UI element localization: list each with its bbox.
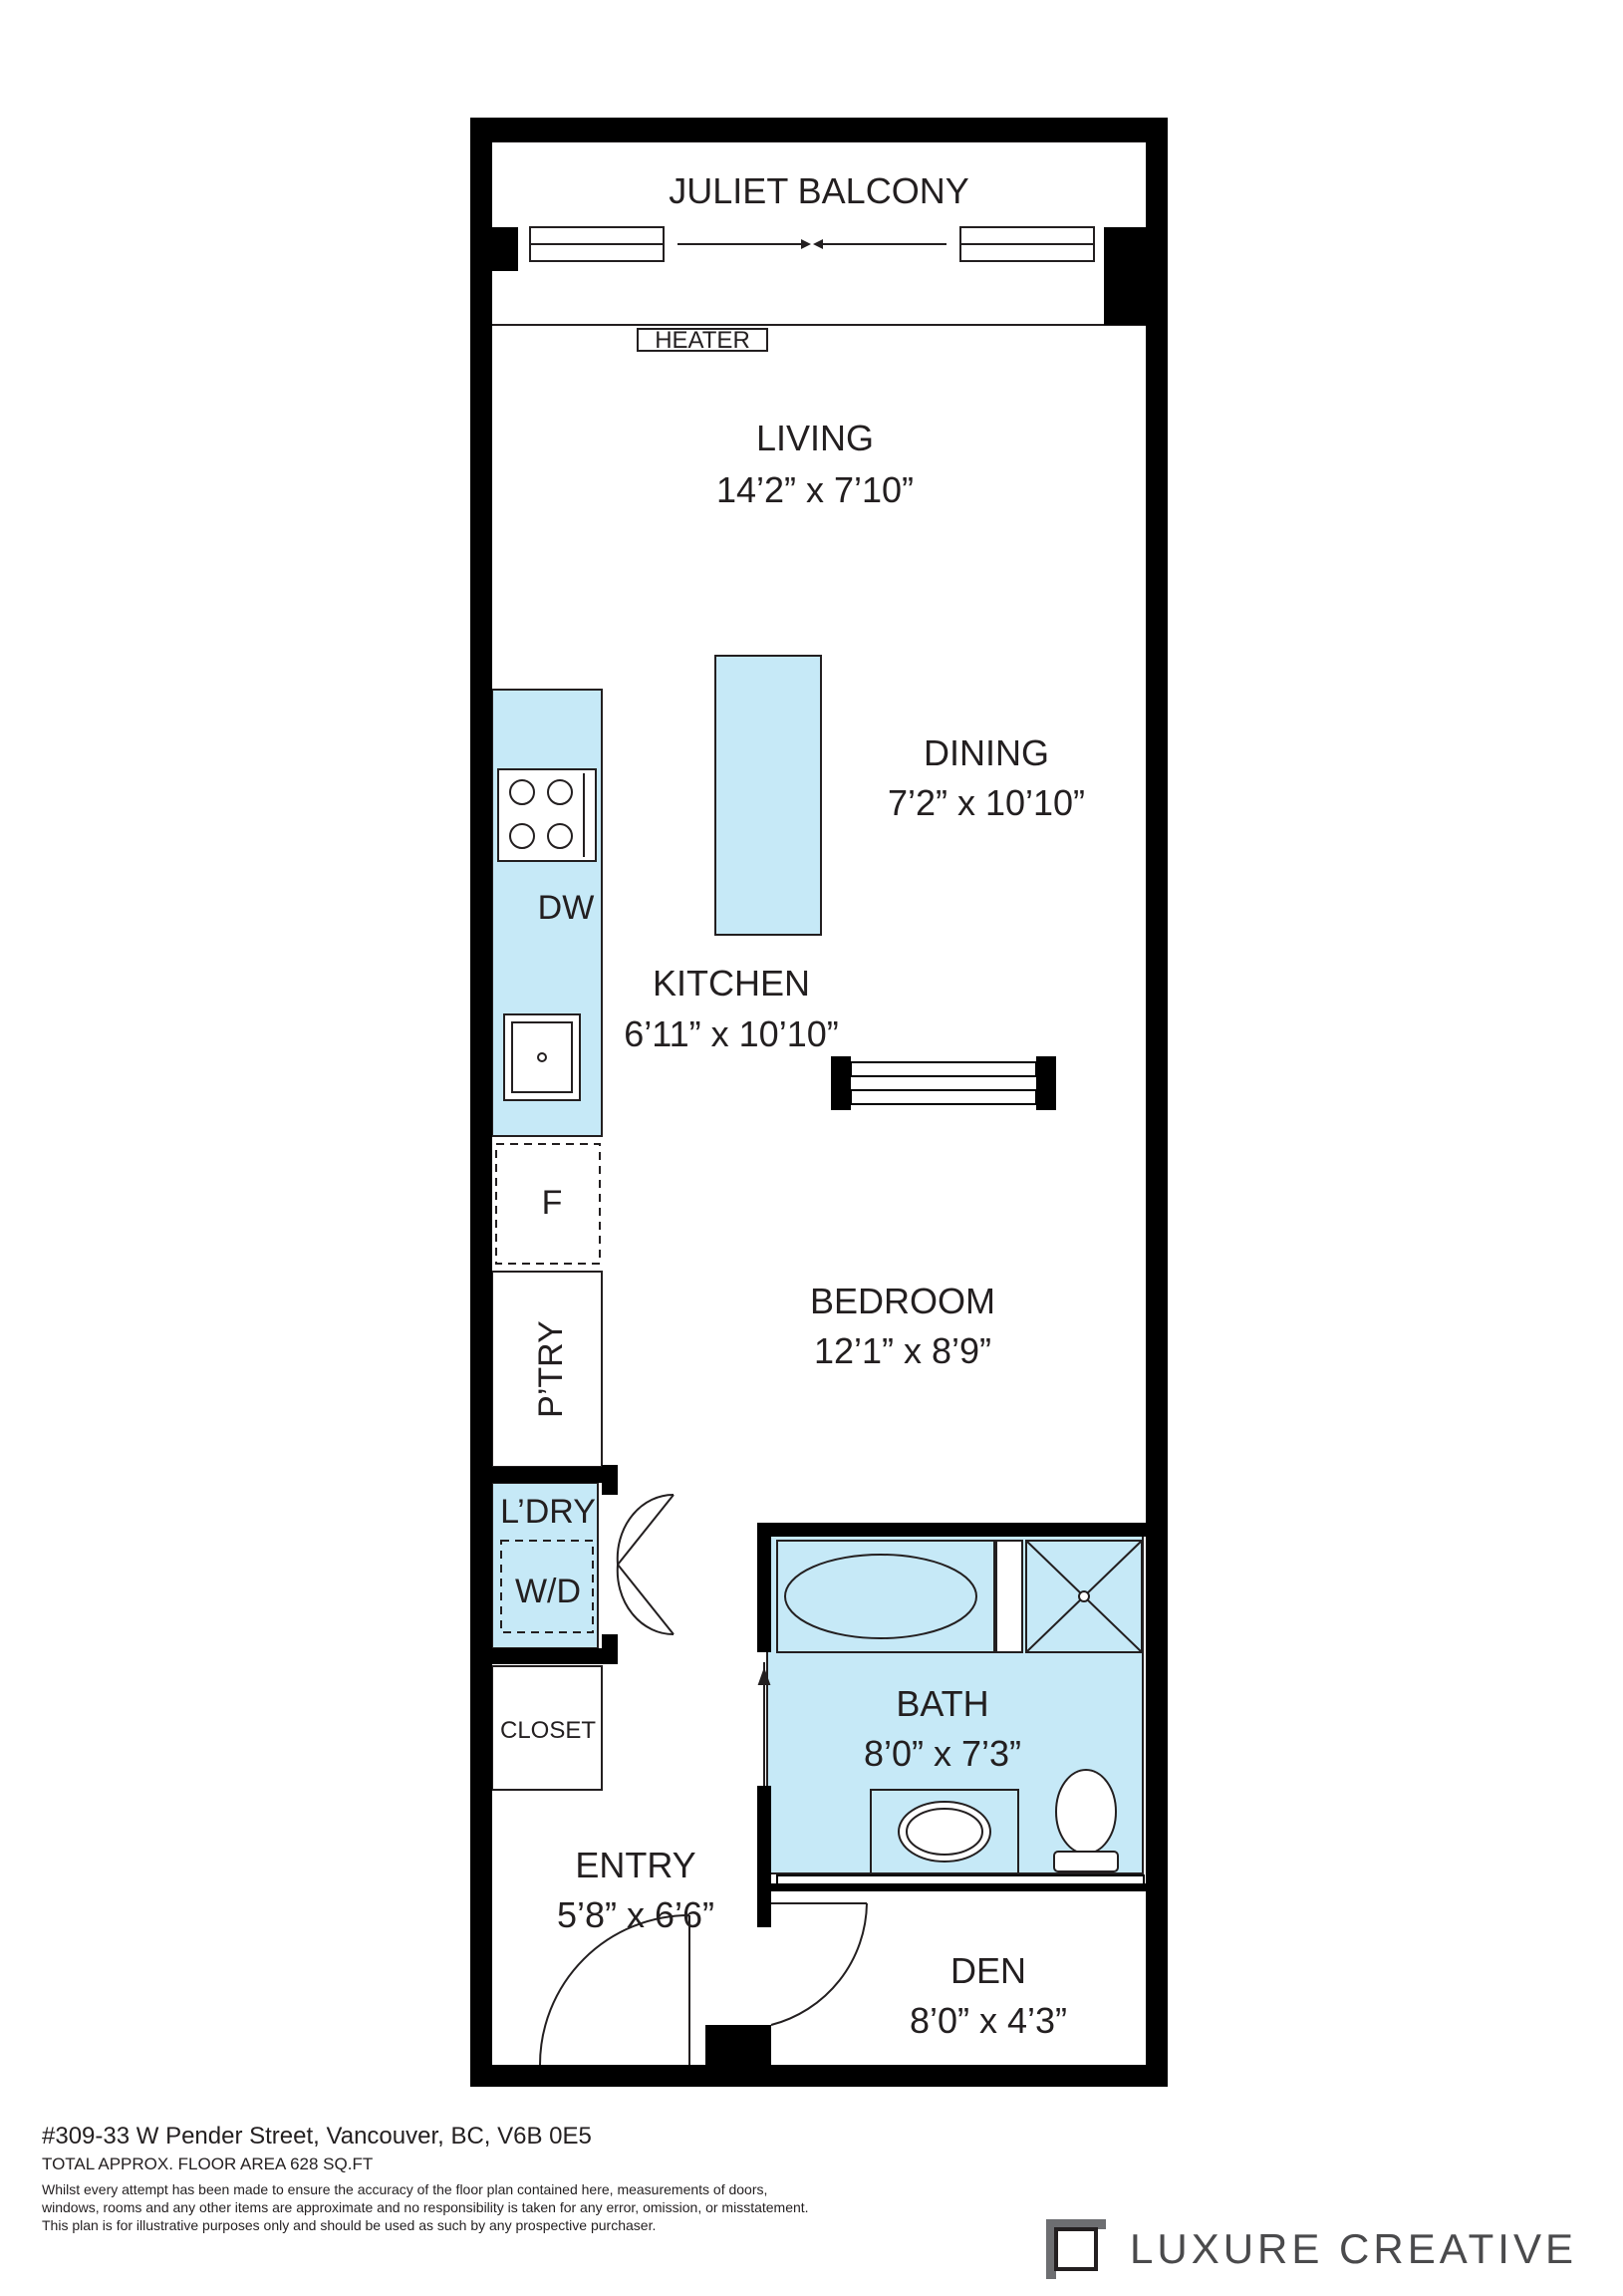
- den-door: [770, 1902, 868, 2026]
- washer-dryer-label: W/D: [515, 1573, 581, 1610]
- walls: [470, 118, 1168, 2087]
- bath-label: BATH: [896, 1683, 988, 1724]
- entry-door: [539, 1914, 690, 2066]
- cooktop-icon: [497, 768, 597, 862]
- property-address: #309-33 W Pender Street, Vancouver, BC, …: [42, 2123, 592, 2150]
- den-dims: 8’0” x 4’3”: [910, 2000, 1067, 2041]
- bath-pocket-door: [757, 1662, 771, 1786]
- bedroom-dims: 12’1” x 8’9”: [814, 1330, 991, 1371]
- dining-dims: 7’2” x 10’10”: [888, 782, 1085, 823]
- living-dims: 14’2” x 7’10”: [716, 469, 914, 510]
- brand: LUXURE CREATIVE: [1044, 2214, 1582, 2284]
- disclaimer-line: windows, rooms and any other items are a…: [42, 2199, 809, 2215]
- dishwasher-label: DW: [538, 889, 595, 927]
- laundry-bifold-doors: [616, 1493, 675, 1636]
- disclaimer-line: Whilst every attempt has been made to en…: [42, 2181, 768, 2197]
- closet-label: CLOSET: [500, 1717, 596, 1744]
- kitchen-dims: 6’11” x 10’10”: [624, 1013, 838, 1054]
- bath-dims: 8’0” x 7’3”: [864, 1733, 1021, 1774]
- living-label: LIVING: [756, 418, 874, 458]
- disclaimer: Whilst every attempt has been made to en…: [42, 2180, 958, 2234]
- dining-label: DINING: [924, 732, 1049, 773]
- square-frame-logo-icon: [1046, 2219, 1106, 2279]
- laundry-label: L’DRY: [500, 1493, 596, 1531]
- sliding-arrow-icons: [801, 239, 823, 249]
- room-labels: JULIET BALCONY HEATER LIVING 14’2” x 7’1…: [500, 170, 1085, 2041]
- toilet-icon: [1053, 1769, 1119, 1872]
- pantry-label: P’TRY: [532, 1320, 570, 1418]
- entry-dims: 5’8” x 6’6”: [557, 1894, 714, 1935]
- den-label: DEN: [950, 1950, 1026, 1991]
- brand-name: LUXURE CREATIVE: [1130, 2225, 1577, 2272]
- kitchen-island: [714, 655, 822, 936]
- floor-area: TOTAL APPROX. FLOOR AREA 628 SQ.FT: [42, 2154, 374, 2173]
- heater-label: HEATER: [655, 327, 750, 354]
- disclaimer-line: This plan is for illustrative purposes o…: [42, 2217, 657, 2233]
- bathtub-icon: [776, 1540, 1023, 1653]
- heater-icon: [637, 328, 768, 352]
- washer-dryer-outline: [500, 1540, 594, 1633]
- footer: #309-33 W Pender Street, Vancouver, BC, …: [42, 2123, 958, 2234]
- balcony-label: JULIET BALCONY: [669, 170, 968, 211]
- vanity-sink-icon: [870, 1789, 1019, 1874]
- kitchen-sink-icon: [503, 1013, 581, 1101]
- bedroom-label: BEDROOM: [810, 1281, 995, 1321]
- balcony-window: [492, 141, 1146, 326]
- shower-icon: [1025, 1540, 1143, 1653]
- floor-plan: JULIET BALCONY HEATER LIVING 14’2” x 7’1…: [470, 118, 1168, 2087]
- kitchen-label: KITCHEN: [653, 963, 810, 1004]
- entry-label: ENTRY: [575, 1845, 695, 1885]
- fridge-label: F: [542, 1184, 563, 1222]
- bedroom-window: [850, 1061, 1037, 1105]
